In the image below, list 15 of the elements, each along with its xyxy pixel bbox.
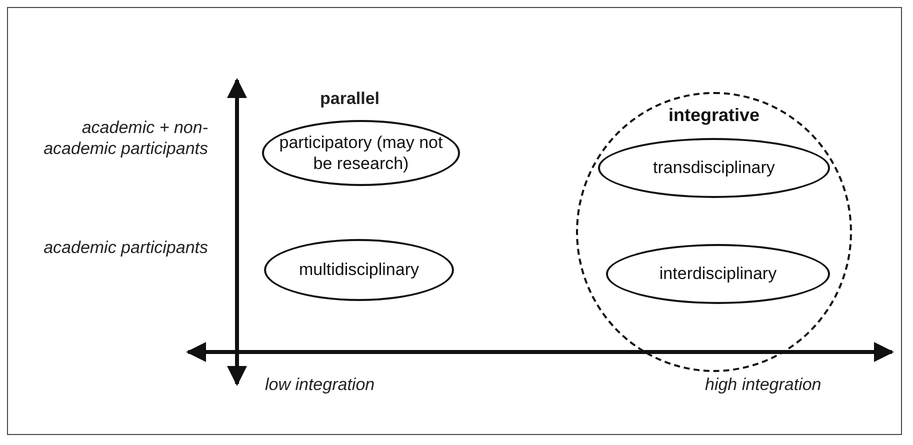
ellipse [262,120,460,186]
node-label: interdisciplinary [659,263,777,285]
node-label: transdisciplinary [653,157,775,179]
column-heading: parallel [320,88,380,110]
ellipse [264,239,454,301]
ellipse [606,244,830,304]
axis-label: high integration [705,374,822,396]
group-heading: integrative [668,104,760,126]
axis-label: academic participants [42,237,208,258]
axis-label: academic + non-academic participants [42,117,208,160]
dashed-circle [576,92,852,372]
ellipse [598,138,830,198]
node-label: multidisciplinary [299,259,419,281]
node-label: participatory (may not be research) [278,132,444,174]
axis-label: low integration [265,374,375,396]
